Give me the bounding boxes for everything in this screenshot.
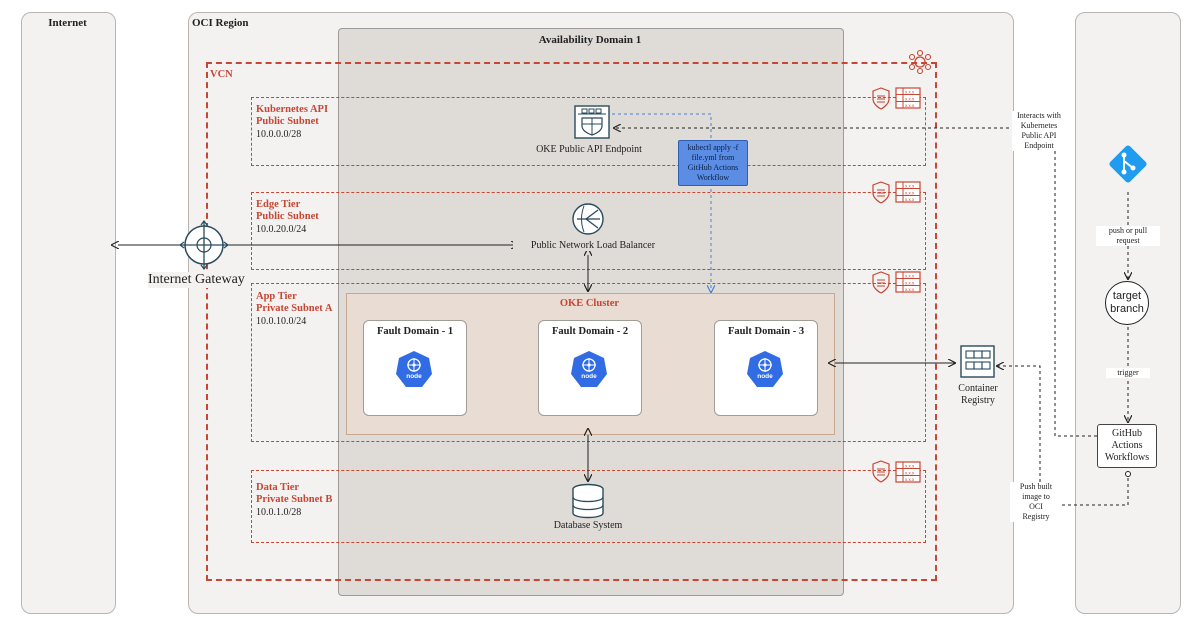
- subnet-name-kubernetes-api: Kubernetes API Public Subnet: [256, 104, 329, 127]
- github-actions-workflows: GitHub Actions Workflows: [1097, 424, 1157, 468]
- git-icon: [1109, 145, 1147, 183]
- kubernetes-node-icon: [746, 350, 784, 388]
- kubectl-annotation: kubectl apply -f file.yml from GitHub Ac…: [678, 140, 748, 186]
- kubectl-link: [612, 113, 711, 292]
- oke-cluster-title: OKE Cluster: [559, 298, 620, 309]
- fault-domain-title: Fault Domain - 3: [727, 326, 805, 337]
- route-table-icon: [895, 87, 921, 109]
- security-list-icon: [872, 271, 890, 294]
- trigger-label: trigger: [1106, 368, 1150, 378]
- subnet-name-app-tier: App Tier Private Subnet A: [256, 291, 333, 314]
- node-label: node: [406, 373, 422, 380]
- internet-gateway-label: Internet Gateway: [148, 272, 245, 288]
- oci-region-title: OCI Region: [192, 17, 249, 29]
- database-label: Database System: [553, 520, 623, 531]
- api-endpoint-label: OKE Public API Endpoint: [536, 144, 642, 155]
- container-registry-label: Container Registry: [958, 383, 998, 406]
- workflow-api-link: [614, 128, 1097, 437]
- interacts-annotation: Interacts with Kubernetes Public API End…: [1012, 111, 1066, 151]
- security-list-icon: [872, 460, 890, 483]
- load-balancer-label: Public Network Load Balancer: [513, 240, 673, 251]
- node-label: node: [581, 373, 597, 380]
- internet-panel: [21, 12, 116, 614]
- vcn-icon: [908, 49, 932, 75]
- availability-domain-title: Availability Domain 1: [538, 34, 642, 46]
- vcn-title: VCN: [210, 69, 233, 80]
- vcn-boundary: [206, 62, 937, 581]
- route-table-icon: [895, 271, 921, 293]
- subnet-cidr-app-tier: 10.0.10.0/24: [256, 316, 307, 327]
- internet-title: Internet: [48, 17, 87, 29]
- kubernetes-node-icon: [570, 350, 608, 388]
- route-table-icon: [895, 461, 921, 483]
- subnet-cidr-data-tier: 10.0.1.0/28: [256, 507, 302, 518]
- subnet-name-data-tier: Data Tier Private Subnet B: [256, 482, 333, 505]
- load-balancer-icon: [572, 203, 604, 235]
- push-image-annotation: Push built image to OCI Registry: [1010, 482, 1062, 522]
- subnet-cidr-edge-tier: 10.0.20.0/24: [256, 224, 307, 235]
- subnet-kubernetes-api: [251, 97, 926, 166]
- push-pull-label: push or pull request: [1096, 226, 1160, 246]
- api-endpoint-icon: [574, 105, 610, 139]
- security-list-icon: [872, 87, 890, 110]
- database-icon: [572, 483, 604, 519]
- route-table-icon: [895, 181, 921, 203]
- fault-domain-title: Fault Domain - 1: [376, 326, 454, 337]
- subnet-cidr-kubernetes-api: 10.0.0.0/28: [256, 129, 302, 140]
- internet-gateway-icon: [179, 220, 229, 270]
- fault-domain-title: Fault Domain - 2: [551, 326, 629, 337]
- security-list-icon: [872, 181, 890, 204]
- container-registry-icon: [960, 345, 995, 378]
- target-branch: target branch: [1105, 281, 1149, 325]
- kubernetes-node-icon: [395, 350, 433, 388]
- node-label: node: [757, 373, 773, 380]
- subnet-name-edge-tier: Edge Tier Public Subnet: [256, 199, 319, 222]
